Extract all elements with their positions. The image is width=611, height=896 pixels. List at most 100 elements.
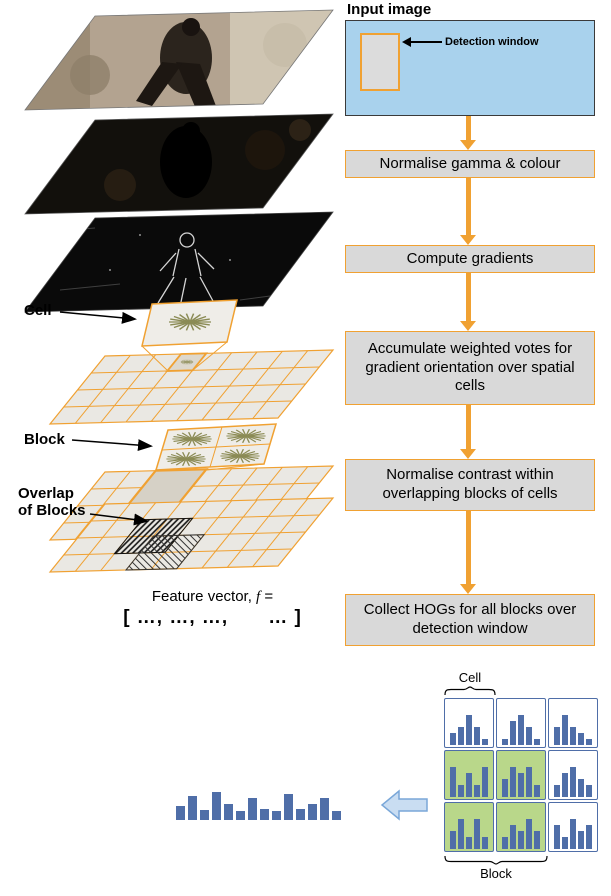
histogram-bar — [562, 837, 568, 849]
arrow-head-icon — [460, 449, 476, 459]
cell-grid-layer — [50, 300, 333, 424]
histogram-bar — [308, 804, 317, 820]
histogram-bar — [474, 727, 480, 745]
histogram-bar — [450, 733, 456, 745]
histogram-bar — [510, 825, 516, 849]
grid-cell — [444, 698, 494, 748]
histogram-bar — [466, 837, 472, 849]
detection-window-arrowhead-icon — [402, 37, 411, 47]
grid-cell — [548, 750, 598, 800]
histogram-bar — [200, 810, 209, 820]
grid-cell — [496, 750, 546, 800]
histogram-bar — [482, 837, 488, 849]
histogram-bar — [450, 831, 456, 849]
histogram-bar — [570, 727, 576, 745]
pipeline-graphics — [0, 9, 340, 660]
flow-arrow-4 — [460, 405, 476, 459]
histogram-bar — [526, 819, 532, 849]
histogram-bar — [474, 785, 480, 797]
grid-cell — [444, 802, 494, 852]
cell-layer-label: Cell — [24, 302, 52, 319]
histogram-bar — [458, 727, 464, 745]
histogram-bar — [554, 727, 560, 745]
histogram-bar — [176, 806, 185, 820]
grid-cell — [496, 802, 546, 852]
grid-cell — [444, 750, 494, 800]
histogram-bar — [260, 809, 269, 820]
overlap-grid-layer — [50, 498, 333, 572]
histogram-bar — [518, 831, 524, 849]
histogram-bar — [578, 779, 584, 797]
overlap-pointer-arrow — [89, 513, 149, 526]
histogram-bar — [466, 773, 472, 797]
histogram-bar — [570, 819, 576, 849]
histogram-bar — [502, 739, 508, 745]
arrow-head-icon — [460, 321, 476, 331]
step-normalise-gamma: Normalise gamma & colour — [345, 150, 595, 178]
histogram-bar — [188, 796, 197, 820]
histogram-bar — [578, 733, 584, 745]
histogram-bar — [586, 825, 592, 849]
histogram-bar — [562, 715, 568, 745]
histogram-bar — [534, 831, 540, 849]
histogram-bar — [320, 798, 329, 820]
step-collect-hogs: Collect HOGs for all blocks over detecti… — [345, 594, 595, 646]
arrow-head-icon — [460, 140, 476, 150]
detection-window-label: Detection window — [445, 36, 539, 48]
flow-arrow-2 — [460, 178, 476, 245]
block-pointer-arrow — [71, 439, 153, 452]
pedestrian-photo-layer — [25, 10, 333, 110]
histogram-bar — [474, 819, 480, 849]
histogram-bar — [502, 837, 508, 849]
input-image-panel: Detection window — [345, 20, 595, 116]
arrow-head-icon — [460, 235, 476, 245]
cell-brace — [444, 686, 496, 696]
histogram-bar — [502, 779, 508, 797]
block-layer-label: Block — [24, 431, 65, 448]
step-compute-gradients: Compute gradients — [345, 245, 595, 273]
histogram-bar — [236, 811, 245, 820]
histogram-bar — [570, 767, 576, 797]
histogram-bar — [272, 811, 281, 820]
histogram-bar — [482, 767, 488, 797]
histogram-bar — [554, 825, 560, 849]
histogram-bar — [212, 792, 221, 820]
grid-cell — [548, 698, 598, 748]
feature-vector-value: [ …, …, …, … ] — [123, 607, 302, 628]
histogram-bar — [510, 721, 516, 745]
grid-cell — [548, 802, 598, 852]
histogram-bar — [534, 739, 540, 745]
histogram-bar — [332, 811, 341, 820]
histogram-bar — [510, 767, 516, 797]
hog-cells-grid — [444, 698, 598, 852]
histogram-bar — [518, 773, 524, 797]
block-brace — [444, 855, 548, 865]
histogram-bar — [284, 794, 293, 820]
histogram-bar — [578, 831, 584, 849]
histogram-bar — [586, 739, 592, 745]
bottom-block-label: Block — [480, 866, 512, 881]
overlap-layer-label: Overlap of Blocks — [18, 485, 86, 520]
histogram-bar — [458, 785, 464, 797]
detection-window-arrow-line — [410, 41, 442, 43]
histogram-bar — [526, 767, 532, 797]
histogram-bar — [482, 739, 488, 745]
left-block-arrow-icon — [380, 789, 428, 821]
hog-feature-histogram — [176, 782, 371, 820]
histogram-bar — [450, 767, 456, 797]
gradient-magnitude-layer — [25, 212, 333, 312]
histogram-bar — [554, 785, 560, 797]
histogram-bar — [586, 785, 592, 797]
histogram-bar — [296, 809, 305, 820]
flow-arrow-5 — [460, 511, 476, 594]
input-image-title: Input image — [347, 1, 432, 18]
histogram-bar — [466, 715, 472, 745]
step-accumulate-votes: Accumulate weighted votes for gradient o… — [345, 331, 595, 405]
histogram-bar — [248, 798, 257, 820]
histogram-bar — [534, 785, 540, 797]
histogram-bar — [518, 715, 524, 745]
detection-window — [360, 33, 400, 91]
grid-cell — [496, 698, 546, 748]
histogram-bar — [224, 804, 233, 820]
